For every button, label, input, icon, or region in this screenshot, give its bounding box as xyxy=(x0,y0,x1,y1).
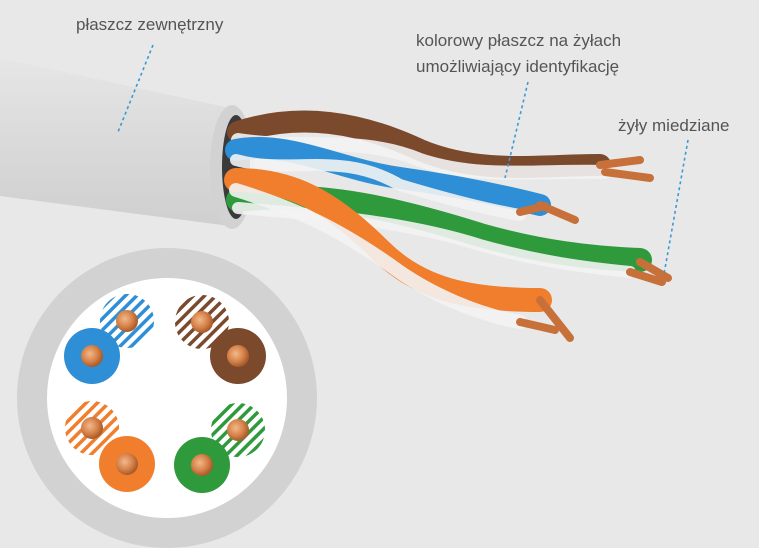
label-colored-coating-line2: umożliwiający identyfikację xyxy=(416,57,620,76)
twisted-pairs xyxy=(224,110,652,329)
leader-line-colored-coating xyxy=(504,81,529,179)
label-colored-coating-line1: kolorowy płaszcz na żyłach xyxy=(416,31,622,50)
label-outer-jacket: płaszcz zewnętrzny xyxy=(76,15,224,34)
leader-line-copper xyxy=(663,139,689,275)
leader-line-outer-jacket xyxy=(117,44,154,133)
label-colored-coating: kolorowy płaszcz na żyłach umożliwiający… xyxy=(416,30,621,78)
leader-lines xyxy=(117,44,689,275)
cross-section xyxy=(17,248,317,548)
copper-tips xyxy=(516,156,672,342)
outer-jacket xyxy=(0,58,254,229)
label-copper-conductors: żyły miedziane xyxy=(618,116,730,135)
